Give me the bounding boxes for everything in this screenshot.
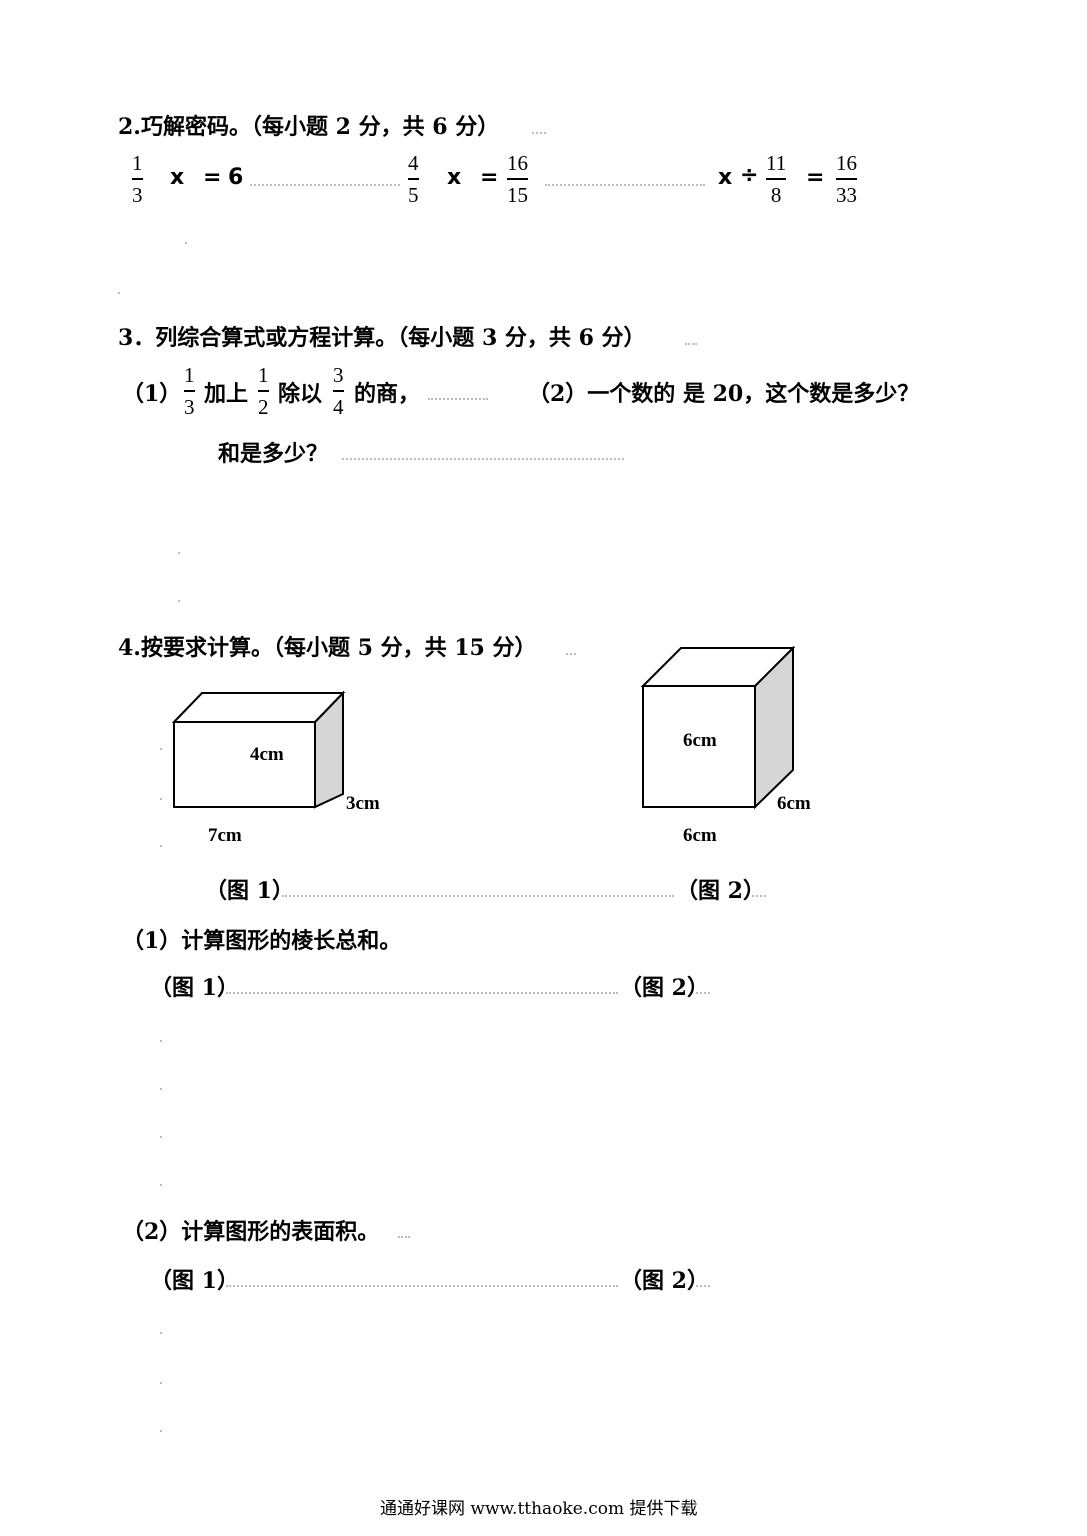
part2-text: （2）一个数的 是 20，这个数是多少？ [528, 381, 920, 407]
rhs-value: 6 [228, 165, 244, 190]
margin-dot [160, 798, 162, 800]
margin-dot [160, 1184, 162, 1186]
dotted-leader [226, 1285, 618, 1287]
equals-sign: = [480, 165, 499, 190]
denominator: 5 [408, 182, 419, 207]
variable-x: x [170, 165, 185, 190]
variable-x: x [718, 165, 733, 190]
sub2-fig1-label: （图 1） [150, 1268, 239, 1294]
margin-dot [160, 1332, 162, 1334]
numerator: 1 [132, 151, 143, 175]
dotted-leader [398, 1236, 410, 1238]
fig1-caption: （图 1） [205, 878, 294, 904]
part1-line2: 和是多少？ [218, 441, 329, 467]
margin-dot [160, 1088, 162, 1090]
margin-dot [160, 1136, 162, 1138]
divide-sign: ÷ [740, 163, 759, 188]
sub1-fig1-label: （图 1） [150, 975, 239, 1001]
denominator: 4 [333, 394, 344, 419]
text-add: 加上 [204, 381, 249, 407]
denominator: 33 [836, 182, 857, 207]
margin-dot [160, 748, 162, 750]
margin-dot [118, 292, 120, 294]
dotted-leader [282, 895, 674, 897]
cube-figure-2 [640, 645, 796, 810]
sub1-fig2-label: （图 2） [620, 975, 709, 1001]
dotted-leader [752, 895, 766, 897]
fig2-caption: （图 2） [676, 878, 765, 904]
dotted-leader [696, 992, 710, 994]
fig2-depth-label: 6cm [777, 793, 811, 814]
sub2-fig2-label: （图 2） [620, 1268, 709, 1294]
text-quotient: 的商， [354, 381, 421, 407]
dotted-leader [342, 458, 624, 460]
q4-heading: 4.按要求计算。（每小题 5 分，共 15 分） [118, 635, 537, 661]
q3-heading: 3．列综合算式或方程计算。（每小题 3 分，共 6 分） [118, 325, 646, 351]
numerator: 1 [258, 363, 269, 387]
variable-x: x [447, 165, 462, 190]
numerator: 16 [507, 151, 528, 175]
sub1-heading: （1）计算图形的棱长总和。 [122, 928, 402, 954]
cuboid-figure-1 [171, 690, 346, 809]
denominator: 3 [184, 394, 195, 419]
dotted-leader [226, 992, 618, 994]
equals-sign: = [806, 165, 825, 190]
dotted-leader [696, 1285, 710, 1287]
dotted-leader [545, 184, 705, 186]
fig2-width-label: 6cm [683, 825, 717, 846]
denominator: 3 [132, 182, 143, 207]
equals-sign: = [203, 165, 222, 190]
denominator: 2 [258, 394, 269, 419]
part1-label: （1） [122, 381, 182, 407]
denominator: 15 [507, 182, 528, 207]
footer-text: 通通好课网 www.tthaoke.com 提供下载 [380, 1499, 698, 1519]
fig1-height-label: 4cm [250, 744, 284, 765]
dotted-leader [428, 398, 488, 400]
numerator: 11 [766, 151, 787, 175]
numerator: 4 [408, 151, 419, 175]
q2-heading: 2.巧解密码。（每小题 2 分，共 6 分） [118, 114, 500, 140]
margin-dot [185, 242, 187, 244]
dotted-leader [250, 184, 400, 186]
dotted-leader [532, 132, 546, 134]
denominator: 8 [770, 182, 782, 207]
sub2-heading: （2）计算图形的表面积。 [122, 1219, 380, 1245]
margin-dot [160, 1040, 162, 1042]
fig1-width-label: 7cm [208, 825, 242, 846]
text-divide: 除以 [278, 381, 323, 407]
numerator: 3 [333, 363, 344, 387]
margin-dot [160, 1430, 162, 1432]
fig1-depth-label: 3cm [346, 793, 380, 814]
margin-dot [160, 845, 162, 847]
numerator: 16 [836, 151, 857, 175]
dotted-leader [685, 343, 697, 345]
numerator: 1 [184, 363, 195, 387]
fig2-height-label: 6cm [683, 730, 717, 751]
margin-dot [178, 600, 180, 602]
dotted-leader [566, 653, 576, 655]
margin-dot [178, 552, 180, 554]
margin-dot [160, 1382, 162, 1384]
